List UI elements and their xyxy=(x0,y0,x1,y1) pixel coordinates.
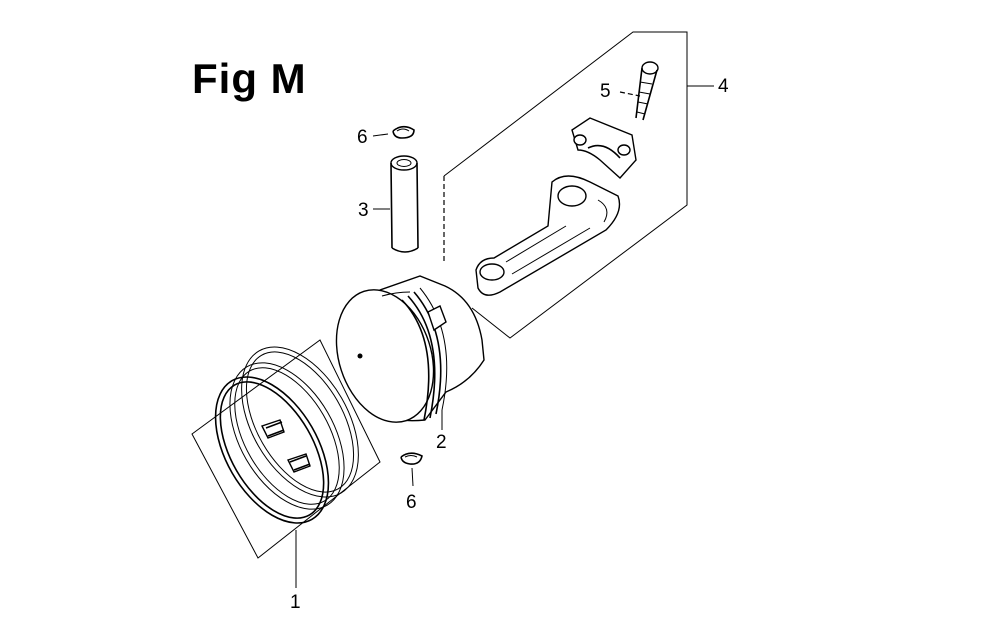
piston-ring-middle xyxy=(229,362,345,510)
callout-6-bottom: 6 xyxy=(406,492,417,513)
callout-1: 1 xyxy=(290,592,301,613)
piston-rings-group xyxy=(191,339,381,588)
piston-rings-group-frame xyxy=(191,339,381,559)
callout-2: 2 xyxy=(436,432,447,453)
leader-6-top xyxy=(372,133,389,137)
figure-title: Fig M xyxy=(192,55,307,102)
rod-bolt-part xyxy=(635,61,659,121)
callout-3: 3 xyxy=(358,200,369,221)
connecting-rod-part xyxy=(475,175,621,296)
connecting-rod-group-frame xyxy=(443,31,688,339)
callout-5: 5 xyxy=(600,81,611,102)
connecting-rod-group xyxy=(443,31,714,339)
leader-5 xyxy=(619,91,641,97)
leader-6-bottom xyxy=(411,467,414,487)
piston-part xyxy=(335,275,485,430)
piston-ring-back xyxy=(241,346,359,498)
rod-cap-part xyxy=(571,117,637,179)
piston-ring-front xyxy=(214,376,330,524)
pin-clip-bottom-part xyxy=(400,452,423,487)
callout-6-top: 6 xyxy=(357,127,368,148)
callout-4: 4 xyxy=(718,76,729,97)
piston-pin-part xyxy=(373,155,419,253)
pin-clip-top-part xyxy=(372,125,415,139)
